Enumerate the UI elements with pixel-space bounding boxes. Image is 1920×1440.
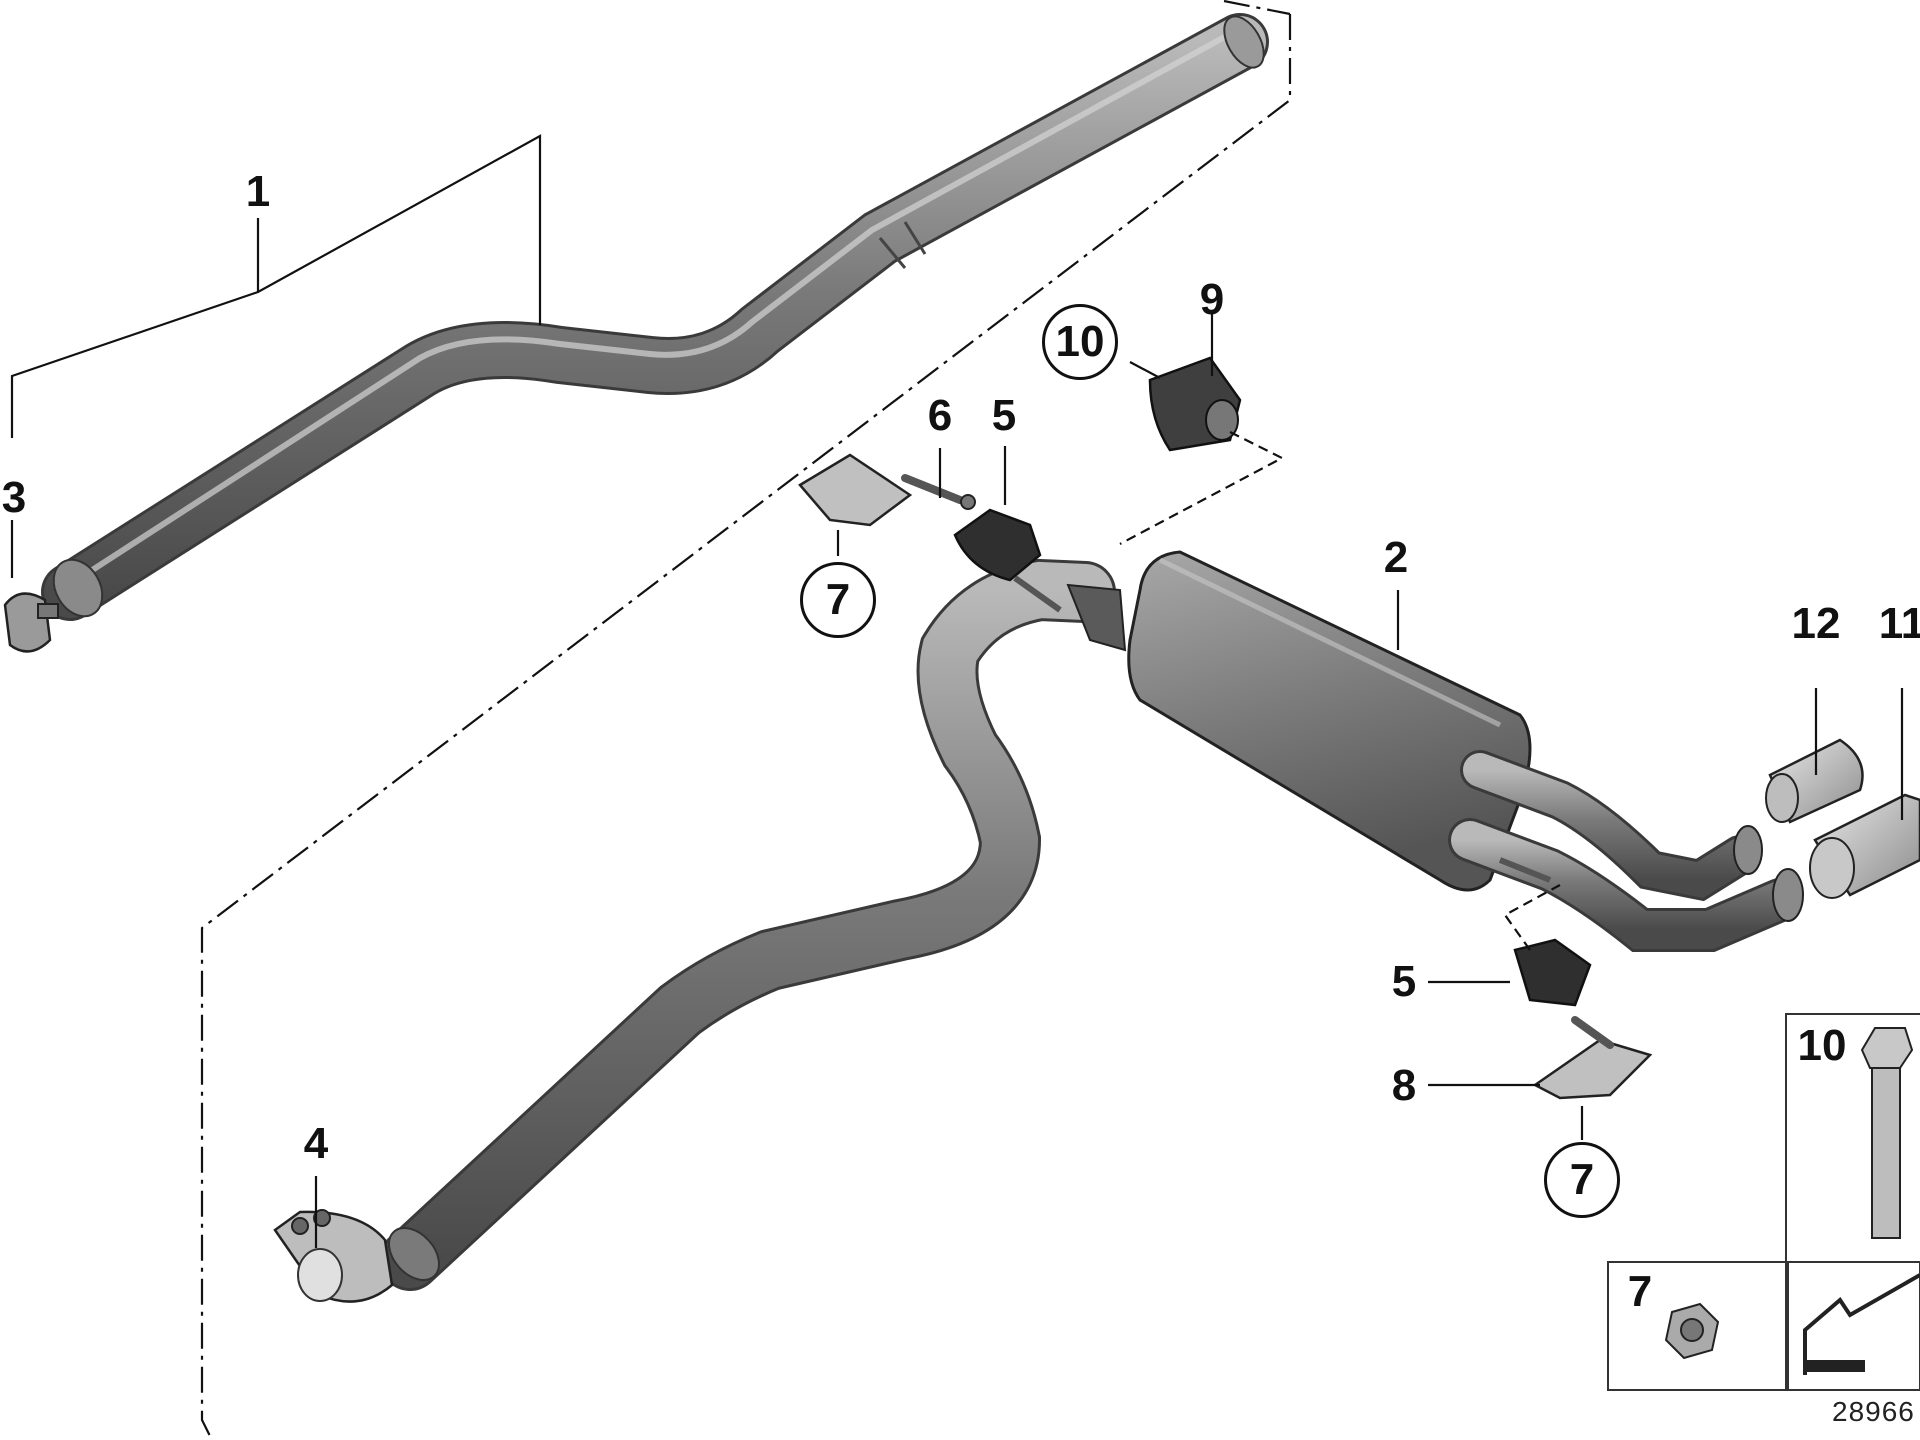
assembly-boundary-lines [200,0,1292,1437]
hardware-box-10 [1785,1013,1920,1391]
callout-8: 8 [1391,1061,1417,1110]
callout-9: 9 [1199,275,1225,324]
hanger-part-5-lower [1498,857,1592,1007]
leader-lines [10,134,1904,1248]
diagram-reference-number: 28966 [1832,1396,1915,1427]
callout-10-upper: 10 [1042,304,1118,380]
hanger-part-5-upper [953,508,1062,613]
clamp-part-3 [3,592,59,653]
tailpipe-tip-part-11 [1809,793,1920,899]
rear-pipe [379,558,1127,1291]
callout-1: 1 [245,167,271,216]
clamp-part-4 [273,1209,394,1303]
bracket-upper [798,453,976,527]
callout-2: 2 [1383,533,1409,582]
callout-6: 6 [927,391,953,440]
callout-5-upper: 5 [991,391,1017,440]
callout-7-box: 7 [1627,1267,1653,1316]
callout-5-lower: 5 [1391,957,1417,1006]
callout-4: 4 [303,1119,329,1168]
front-pipe [41,13,1269,621]
tailpipe-tip-part-12 [1765,738,1864,824]
callout-7-upper: 7 [800,562,876,638]
callout-7-lower: 7 [1544,1142,1620,1218]
callout-11: 11 [1878,599,1920,648]
tail-pipes [1448,750,1804,952]
torque-note-box [1787,1261,1920,1391]
bracket-part-8 [1532,1016,1653,1100]
callout-10-box: 10 [1797,1021,1847,1070]
callout-3: 3 [1,473,27,522]
callout-12: 12 [1791,599,1841,648]
rubber-mount-part-9 [1148,356,1242,452]
